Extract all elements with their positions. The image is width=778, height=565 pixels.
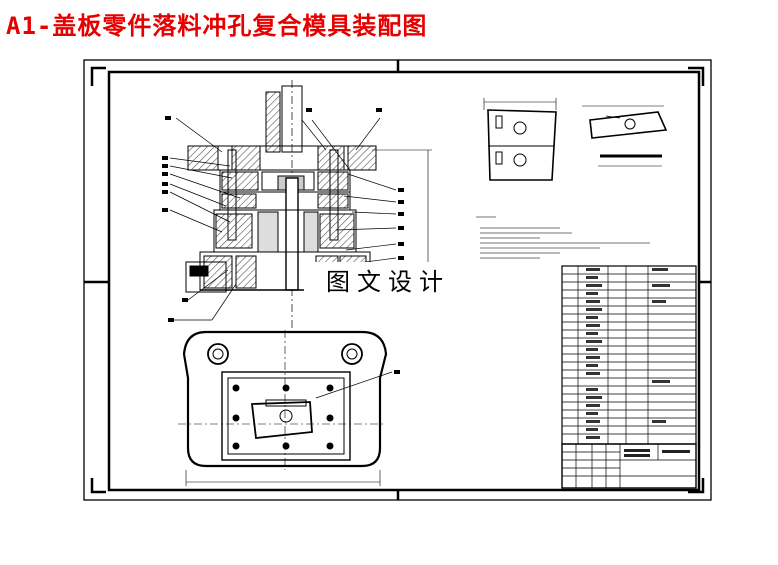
leader-lines-left [169, 117, 241, 321]
centering-marks [84, 60, 711, 500]
plan-view [178, 330, 388, 486]
leader-lines-right [301, 117, 397, 399]
technical-notes [476, 216, 650, 259]
title-block-entries [624, 449, 690, 457]
parts-list-entries [586, 268, 670, 439]
parts-list-table [561, 265, 697, 445]
part-views [483, 98, 668, 181]
corner-trim-marks [90, 66, 705, 494]
watermark-label: 图文设计 [304, 262, 472, 302]
balloon-marks-right [306, 108, 404, 374]
title-block [561, 443, 697, 489]
page-title: A1-盖板零件落料冲孔复合模具装配图 [6, 12, 428, 40]
balloon-marks-left [162, 116, 188, 322]
